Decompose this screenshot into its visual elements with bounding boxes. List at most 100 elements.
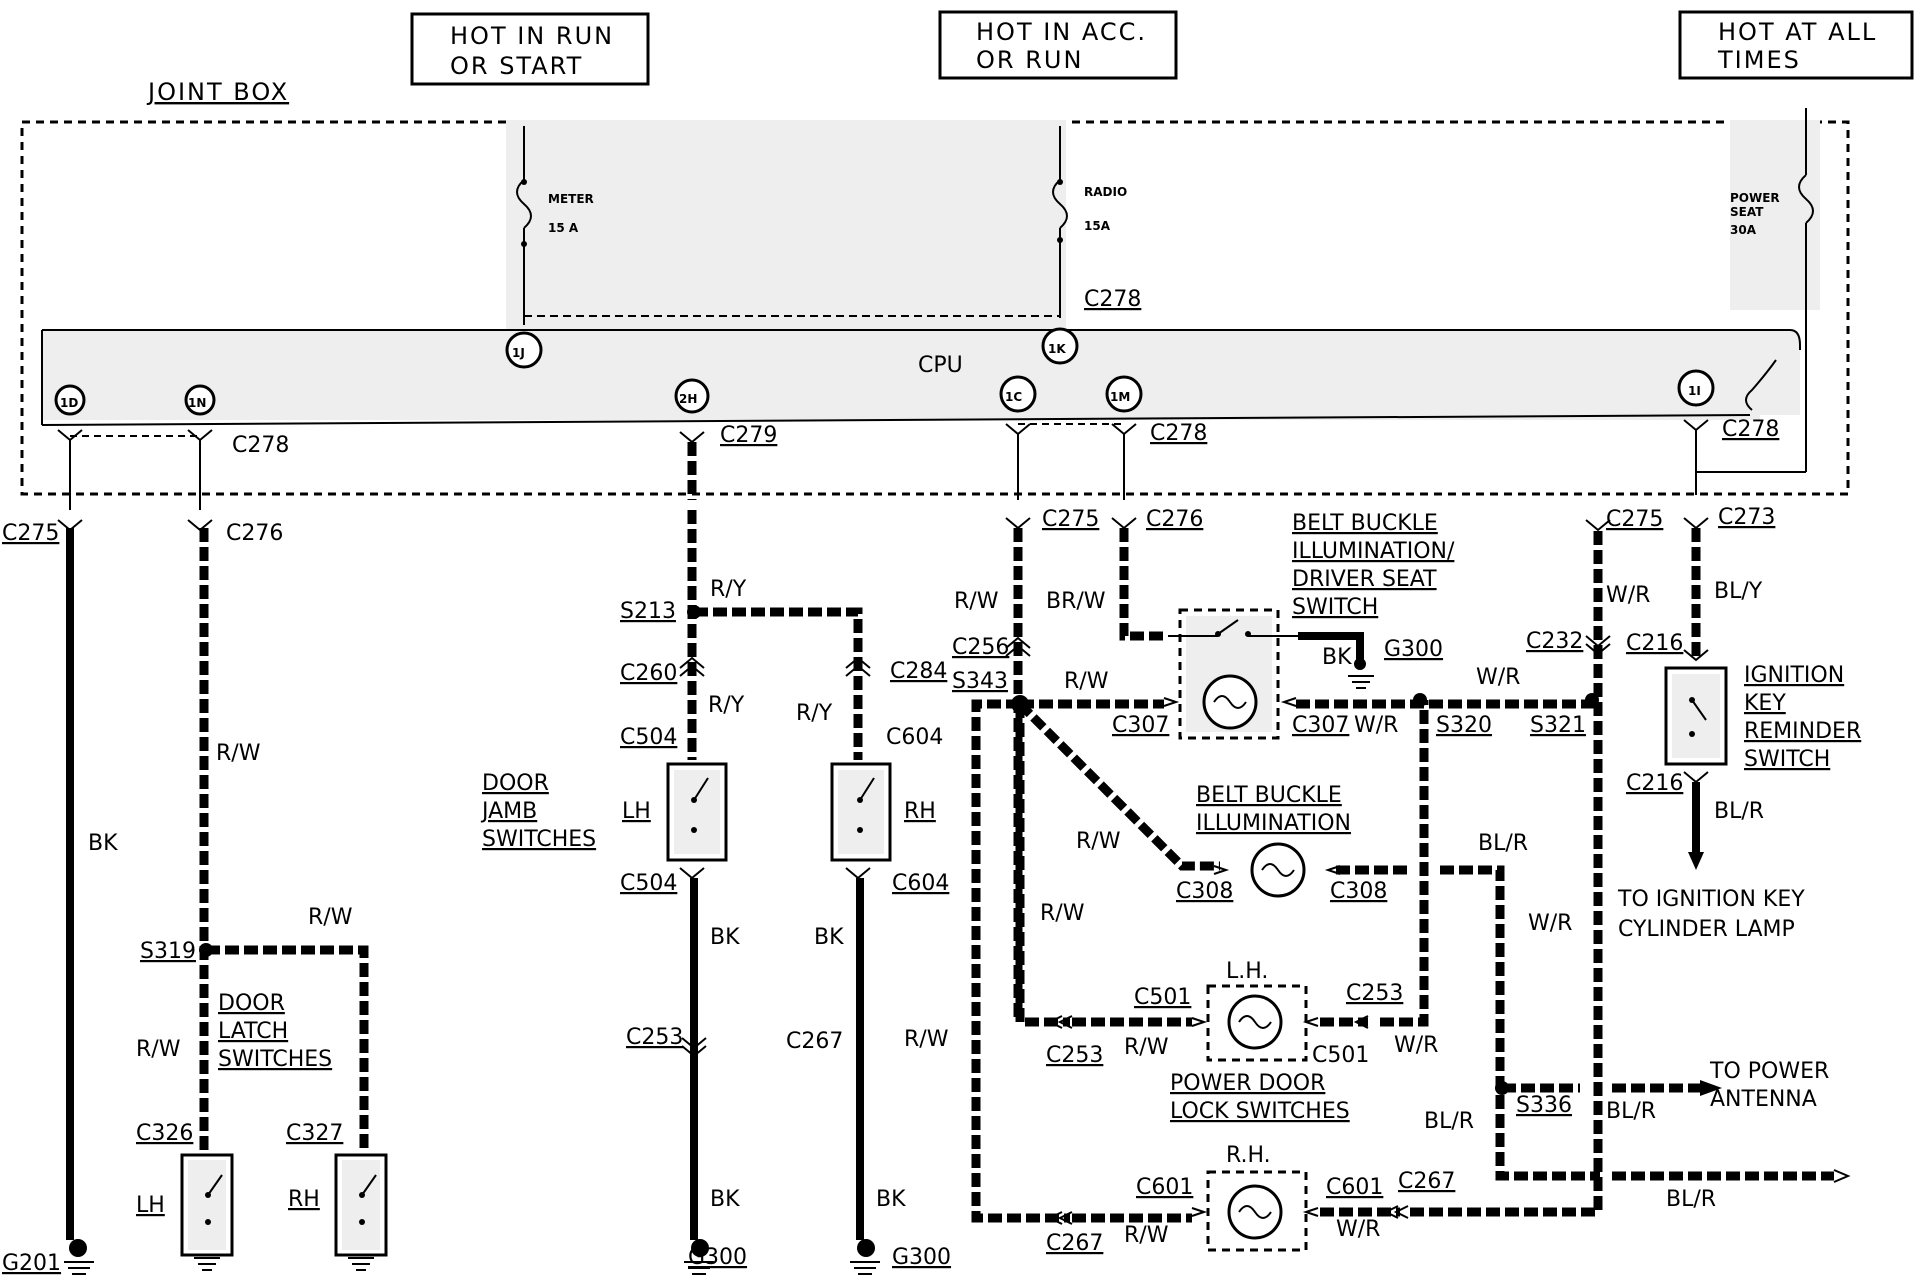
label-pins-p1M: 1M	[1110, 390, 1130, 404]
label-components-belt_seat-2: DRIVER SEAT	[1292, 567, 1437, 592]
label-wires-rw9: R/W	[904, 1027, 949, 1052]
header-hot-at-all-times: HOT AT ALL TIMES	[1678, 10, 1914, 80]
label-components-to_antenna-1: ANTENNA	[1710, 1087, 1817, 1112]
label-connectors-s321: S321	[1530, 713, 1586, 738]
label-wires-blr4: BL/R	[1606, 1099, 1656, 1124]
label-fuses-radio-1: 15A	[1084, 219, 1111, 233]
label-pins-p1D: 1D	[60, 396, 78, 410]
label-pins-p1J: 1J	[512, 346, 525, 360]
label-components-door_jamb-1: JAMB	[480, 799, 537, 824]
label-wires-bly: BL/Y	[1714, 579, 1763, 604]
label-wires-ry1: R/Y	[710, 577, 747, 602]
label-wires-wr3: W/R	[1606, 583, 1650, 608]
fuse-area-shading	[506, 120, 1066, 330]
door-jamb-circuit	[666, 510, 892, 1275]
label-wires-rw6: R/W	[1076, 829, 1121, 854]
label-components-to_ign-0: TO IGNITION KEY	[1617, 887, 1805, 912]
pin-1J: 1J	[505, 331, 543, 369]
radio-fuse: RADIO 15A	[1052, 126, 1127, 310]
label-components-ign_key-0: IGNITION	[1744, 663, 1844, 688]
label-headers-run-0: HOT IN RUN	[450, 22, 614, 50]
label-connectors-c216a: C216	[1626, 631, 1683, 656]
label-connectors-s319: S319	[140, 939, 196, 964]
label-connectors-c604a: C604	[886, 725, 943, 750]
label-connectors-c601b: C601	[1326, 1175, 1383, 1200]
label-fuses-seat-0: POWER	[1730, 191, 1780, 205]
label-wires-rw4: R/W	[954, 589, 999, 614]
pin-1C: 1C	[999, 375, 1037, 413]
label-connectors-c307b: C307	[1292, 713, 1349, 738]
label-fuses-radio-0: RADIO	[1084, 185, 1127, 199]
pin-1M: 1M	[1105, 375, 1143, 413]
label-connectors-c267c: C267	[1046, 1231, 1103, 1256]
label-wires-ry3: R/Y	[796, 701, 833, 726]
label-pins-p1I: 1I	[1688, 384, 1701, 398]
label-components-belt_seat-1: ILLUMINATION/	[1292, 539, 1455, 564]
label-connectors-c275b: C275	[1042, 507, 1099, 532]
label-connectors-s336: S336	[1516, 1093, 1572, 1118]
label-components-belt_illum-1: ILLUMINATION	[1196, 811, 1351, 836]
label-wires-wr4: W/R	[1528, 911, 1572, 936]
label-connectors-c256: C256	[952, 635, 1009, 660]
label-pins-p1C: 1C	[1005, 390, 1022, 404]
label-connectors-c278b: C278	[232, 433, 289, 458]
label-wires-ry2: R/Y	[708, 693, 745, 718]
label-pins-p2H: 2H	[679, 392, 697, 406]
label-components-door_latch-0: DOOR	[218, 991, 285, 1016]
label-components-door_jamb-0: DOOR	[482, 771, 549, 796]
label-connectors-g300b: G300	[688, 1245, 747, 1270]
label-connectors-g300c: G300	[892, 1245, 951, 1270]
label-components-rh_pd: R.H.	[1226, 1143, 1271, 1168]
label-wires-bk4: BK	[710, 1187, 740, 1212]
label-connectors-c501b: C501	[1312, 1043, 1369, 1068]
label-connectors-c260: C260	[620, 661, 677, 686]
label-connectors-g300a: G300	[1384, 637, 1443, 662]
label-wires-bk6: BK	[1322, 645, 1352, 670]
label-fuses-meter-1: 15 A	[548, 221, 579, 235]
label-fuses-seat-2: 30A	[1730, 223, 1757, 237]
label-connectors-c267b: C267	[1398, 1169, 1455, 1194]
label-connectors-c278c: C278	[1150, 421, 1207, 446]
label-components-belt_illum-0: BELT BUCKLE	[1196, 783, 1342, 808]
label-wires-rw8: R/W	[1124, 1035, 1169, 1060]
label-connectors-c278d: C278	[1722, 417, 1779, 442]
label-wires-rw10: R/W	[1124, 1223, 1169, 1248]
cpu-label: CPU	[918, 353, 963, 378]
label-components-rh2: RH	[288, 1187, 320, 1212]
label-connectors-c308a: C308	[1176, 879, 1233, 904]
label-pins-p1K: 1K	[1048, 342, 1066, 356]
label-components-to_ign-1: CYLINDER LAMP	[1618, 917, 1795, 942]
label-wires-blr2: BL/R	[1478, 831, 1528, 856]
label-connectors-c216b: C216	[1626, 771, 1683, 796]
label-connectors-c276b: C276	[1146, 507, 1203, 532]
label-components-door_jamb-2: SWITCHES	[482, 827, 596, 852]
label-connectors-c501a: C501	[1134, 985, 1191, 1010]
label-components-rh1: RH	[904, 799, 936, 824]
label-wires-bk1: BK	[88, 831, 118, 856]
belt-buckle-network	[971, 517, 1851, 1252]
label-headers-acc-1: OR RUN	[976, 46, 1083, 74]
label-connectors-c253b: C253	[1046, 1043, 1103, 1068]
label-connectors-c604b: C604	[892, 871, 949, 896]
joint-box-label: JOINT BOX	[146, 78, 289, 106]
meter-fuse: METER 15 A	[516, 126, 594, 310]
label-connectors-c253a: C253	[1346, 981, 1403, 1006]
label-components-ign_key-2: REMINDER	[1744, 719, 1861, 744]
label-wires-bk5: BK	[876, 1187, 906, 1212]
label-components-power_door-0: POWER DOOR	[1170, 1071, 1325, 1096]
label-connectors-c307a: C307	[1112, 713, 1169, 738]
label-wires-rw2: R/W	[308, 905, 353, 930]
label-connectors-c279: C279	[720, 423, 777, 448]
label-pins-p1N: 1N	[188, 396, 206, 410]
pin-1I: 1I	[1677, 369, 1715, 407]
label-components-belt_seat-0: BELT BUCKLE	[1292, 511, 1438, 536]
header-hot-in-acc: HOT IN ACC. OR RUN	[938, 10, 1178, 80]
label-fuses-seat-1: SEAT	[1730, 205, 1764, 219]
label-connectors-s343: S343	[952, 669, 1008, 694]
label-wires-rw3: R/W	[136, 1037, 181, 1062]
label-connectors-c232: C232	[1526, 629, 1583, 654]
label-components-belt_seat-3: SWITCH	[1292, 595, 1378, 620]
power-seat-fuse: POWER SEAT 30A	[1696, 108, 1814, 473]
label-components-ign_key-1: KEY	[1744, 691, 1786, 716]
